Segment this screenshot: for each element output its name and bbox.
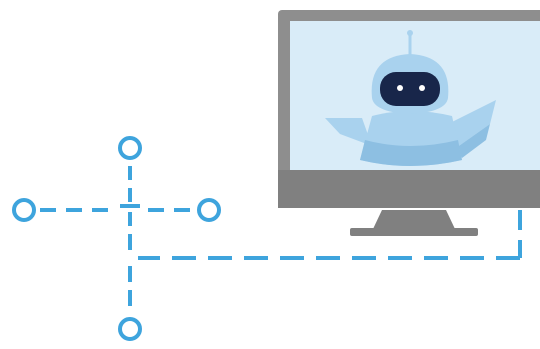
robot-icon	[325, 30, 496, 166]
network-node-icon	[12, 136, 522, 341]
robot-left-arm	[325, 118, 372, 146]
monitor-stand	[373, 210, 455, 229]
robot-right-arm	[452, 100, 496, 148]
node-bottom	[118, 317, 142, 341]
robot-antenna-tip	[407, 30, 413, 36]
node-left	[12, 198, 36, 222]
node-right	[197, 198, 221, 222]
dashed-connectors	[40, 166, 522, 306]
monitor-chin	[278, 170, 540, 208]
robot-right-eye	[419, 85, 425, 91]
robot-right-arm-shade	[456, 124, 490, 158]
node-top	[118, 136, 142, 160]
robot-face	[380, 72, 440, 106]
robot-left-eye	[397, 85, 403, 91]
robot-body-shade	[360, 140, 462, 166]
monitor-base	[350, 228, 478, 236]
